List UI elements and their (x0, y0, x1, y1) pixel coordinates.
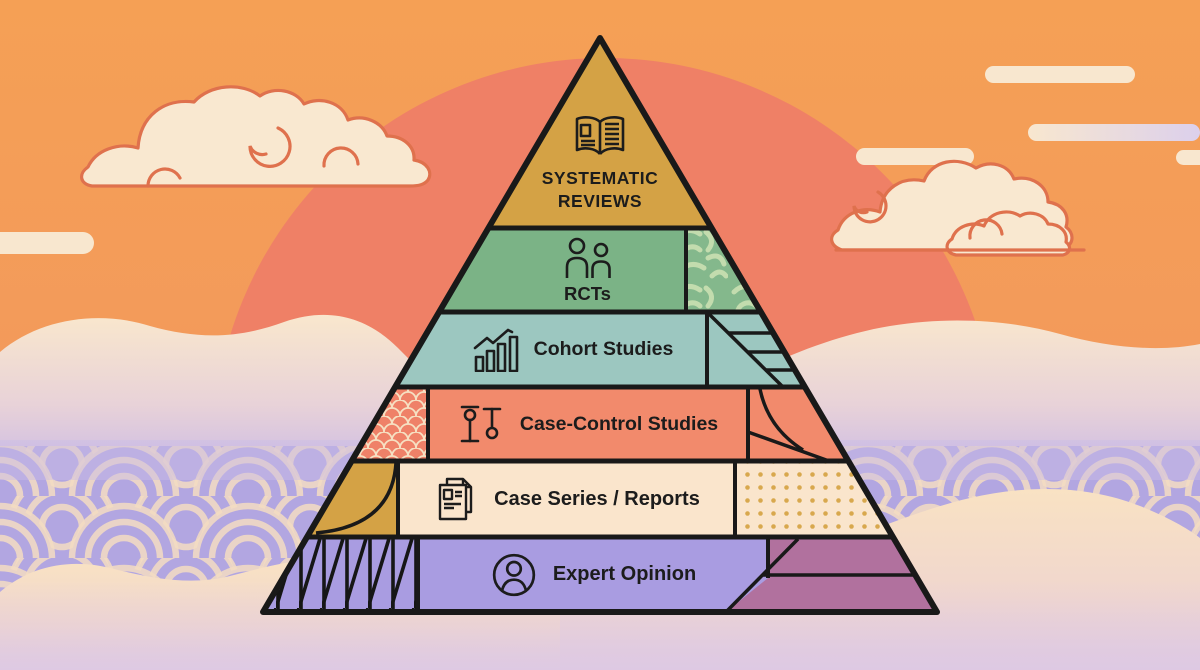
person-icon (490, 551, 538, 599)
level-6-label-block: Expert Opinion (418, 538, 768, 611)
wind-streaks (0, 66, 1200, 254)
pyramid-structure-lines (260, 35, 940, 615)
two-people-icon (560, 236, 616, 280)
open-book-icon (571, 114, 629, 160)
rcts-pattern-cell (686, 228, 761, 312)
case-series-dots-cell (735, 461, 893, 537)
level-6-label: Expert Opinion (552, 563, 697, 585)
level-2-label-block: RCTs (489, 233, 686, 307)
cell-decor-lines (315, 312, 915, 614)
expert-opinion-hatch-cell (263, 537, 418, 612)
soft-clouds (0, 314, 1200, 478)
case-series-gold-cell (307, 461, 398, 537)
cloud-left (80, 85, 432, 188)
level-4-label: Case-Control Studies (519, 412, 719, 435)
cloud-right (830, 159, 1086, 257)
level-1-label-line-1: SYSTEMATIC (541, 168, 659, 189)
level-3-label: Cohort Studies (533, 338, 674, 360)
level-4-case-control-studies (351, 387, 849, 461)
level-3-label-block: Cohort Studies (439, 314, 707, 385)
level-2-label: RCTs (564, 282, 611, 304)
level-1-label-line-2: REVIEWS (557, 190, 643, 211)
case-control-scale-pattern-cell (351, 387, 428, 461)
level-2-rcts (439, 228, 761, 312)
level-5-label-block: Case Series / Reports (398, 462, 735, 536)
level-5-label: Case Series / Reports (494, 487, 700, 510)
stacked-documents-icon (433, 476, 479, 522)
bar-chart-icon (473, 328, 519, 372)
level-4-label-block: Case-Control Studies (427, 388, 748, 460)
level-1-label-block: SYSTEMATIC REVIEWS (495, 102, 705, 224)
case-control-icon (457, 402, 505, 446)
